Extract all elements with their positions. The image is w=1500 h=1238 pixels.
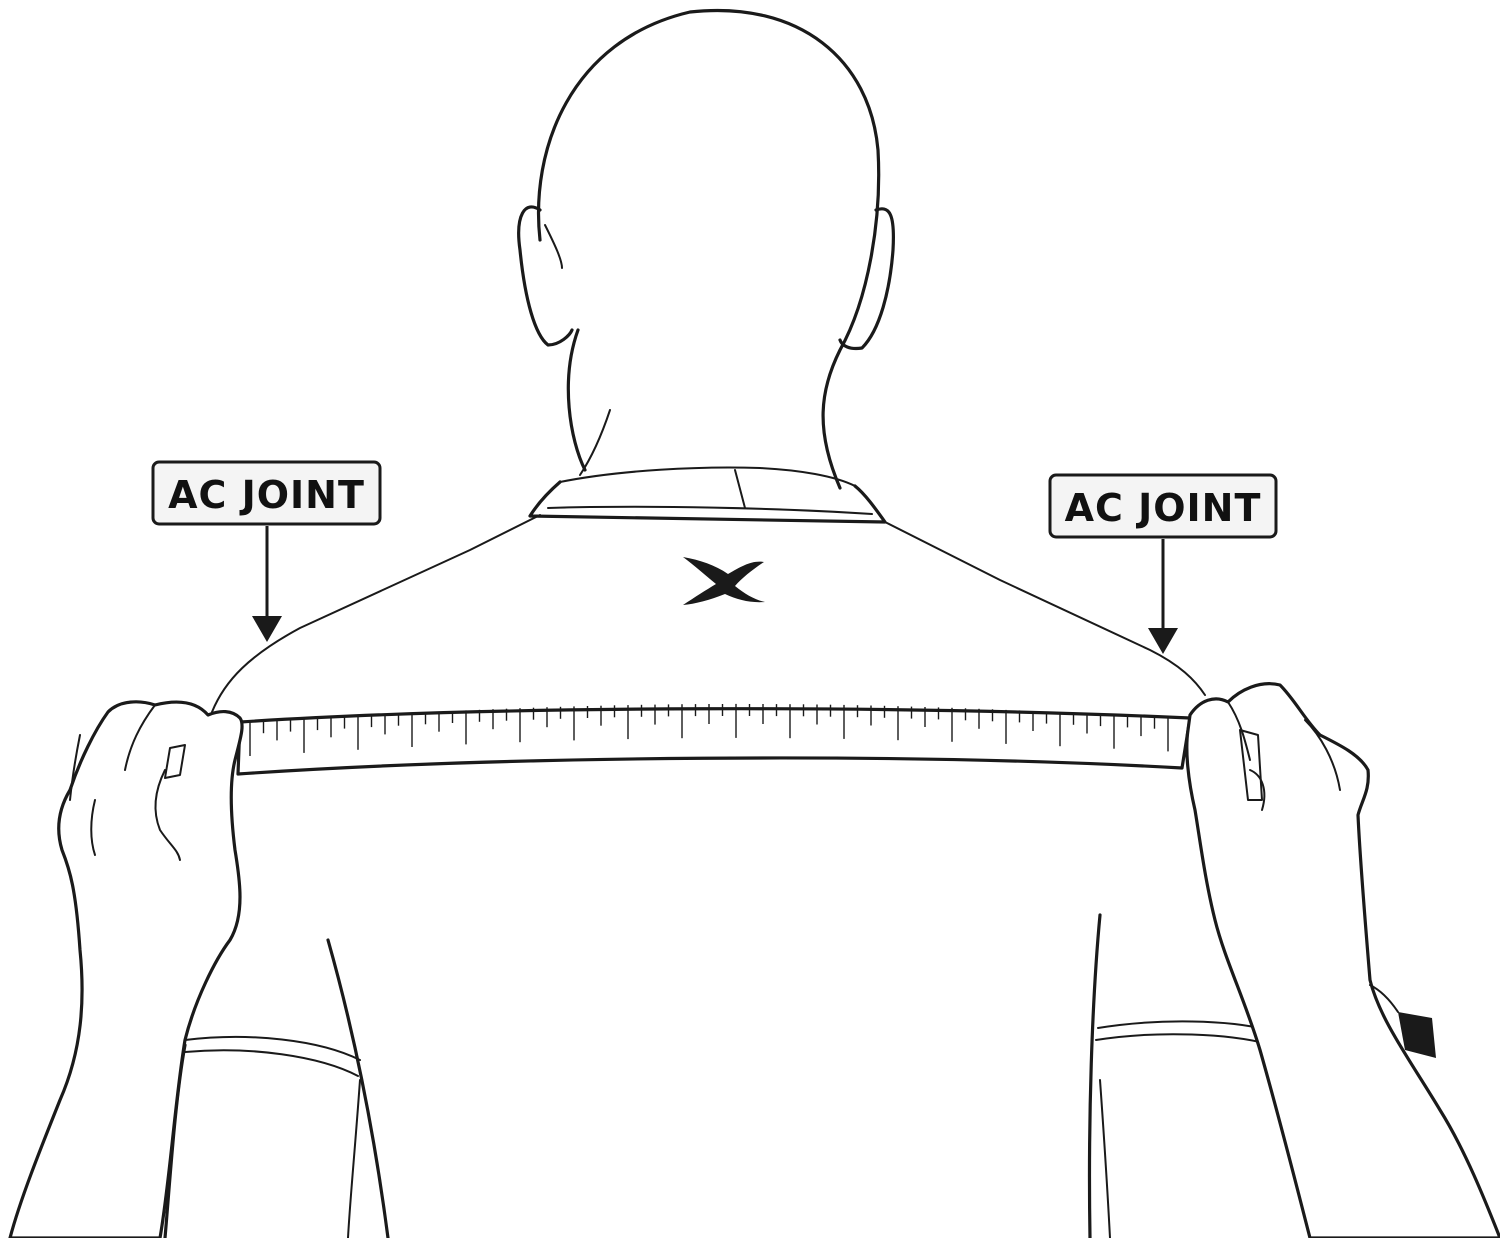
label-text-left: AC JOINT xyxy=(168,473,365,517)
left-hand xyxy=(10,702,242,1238)
right-hand xyxy=(1187,684,1500,1238)
ac-joint-label-left: AC JOINT xyxy=(153,462,380,642)
ac-joint-label-right: AC JOINT xyxy=(1050,475,1276,654)
arrow-down-icon xyxy=(1148,628,1178,654)
label-text-right: AC JOINT xyxy=(1065,486,1262,530)
collar xyxy=(530,468,885,522)
head xyxy=(519,10,894,488)
x-mark-logo xyxy=(683,557,765,605)
measuring-tape xyxy=(238,704,1190,774)
arrow-down-icon xyxy=(252,616,282,642)
